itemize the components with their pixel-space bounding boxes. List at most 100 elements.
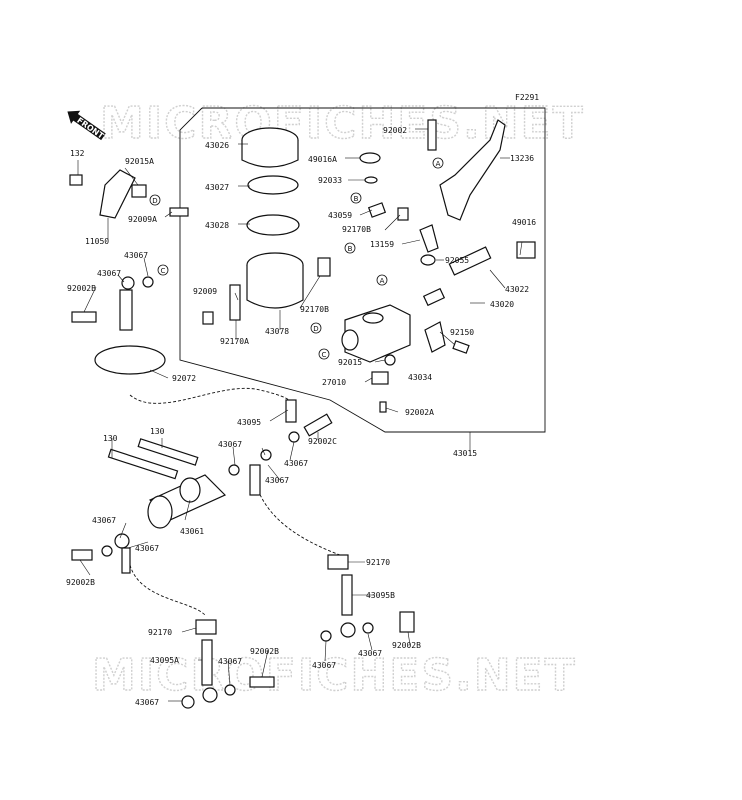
hose-clamp-92072 [94, 345, 166, 375]
part-label-92055: 92055 [445, 256, 469, 265]
part-label-43067-b: 43067 [97, 269, 121, 278]
part-label-43067-g: 43067 [135, 544, 159, 553]
part-label-43067-a: 43067 [124, 251, 148, 260]
part-label-130-b: 130 [150, 427, 165, 436]
bolt-92002b-right [399, 611, 415, 633]
svg-text:D: D [313, 325, 318, 333]
bolt-92002b-left [71, 549, 93, 561]
part-label-92002b-a: 92002B [67, 284, 96, 293]
banjo-43095b [341, 574, 353, 616]
svg-text:D: D [152, 197, 157, 205]
leader-lines [77, 128, 523, 702]
part-label-43067-f: 43067 [92, 516, 116, 525]
washer-lower-2 [181, 695, 195, 709]
part-label-43095b: 43095B [366, 591, 395, 600]
washer-right-2 [362, 622, 374, 634]
spring [422, 287, 446, 307]
part-label-92150: 92150 [450, 328, 474, 337]
part-label-43067-k: 43067 [135, 698, 159, 707]
part-label-43022: 43022 [505, 285, 529, 294]
part-label-92170b-mid: 92170B [300, 305, 329, 314]
collar-92015a [131, 184, 147, 198]
washer-mid-3 [228, 464, 240, 476]
part-label-43015: 43015 [453, 449, 477, 458]
diaphragm-plate [247, 175, 299, 195]
assembly-frame [179, 107, 546, 433]
svg-text:B: B [348, 245, 353, 253]
screw-92002a [379, 401, 387, 413]
part-label-13159: 13159 [370, 240, 394, 249]
part-label-92002a: 92002A [405, 408, 434, 417]
bushing-49016 [516, 241, 536, 259]
part-label-92009: 92009 [193, 287, 217, 296]
bolt-92002c [303, 413, 333, 437]
part-label-43067-c: 43067 [218, 440, 242, 449]
diaphragm [246, 214, 300, 236]
part-label-92015a: 92015A [125, 157, 154, 166]
washer-left [101, 545, 113, 557]
callout-d-left: D [149, 194, 161, 206]
callout-a-top: A [432, 157, 444, 169]
brake-lever [439, 119, 506, 221]
part-label-27010: 27010 [322, 378, 346, 387]
brake-hose-left [129, 564, 206, 616]
reservoir-cap [241, 127, 299, 168]
part-label-92002-top: 92002 [383, 126, 407, 135]
part-label-49016: 49016 [512, 218, 536, 227]
part-label-43067-i: 43067 [358, 649, 382, 658]
washer-mid-2 [260, 449, 272, 461]
hose-clamp [317, 257, 331, 277]
part-label-132: 132 [70, 149, 85, 158]
washer-right [320, 630, 332, 642]
svg-text:A: A [436, 160, 441, 168]
svg-text:A: A [380, 277, 385, 285]
part-label-92002b-d: 92002B [250, 647, 279, 656]
washer-mid [288, 431, 300, 443]
banjo-43095 [285, 399, 297, 423]
callout-a-mid: A [376, 274, 388, 286]
hose-fitting-13159 [419, 224, 439, 253]
part-labels: 43026430274302849016A9203392002132364305… [66, 126, 536, 707]
part-label-92170b-top: 92170B [342, 225, 371, 234]
part-label-13236: 13236 [510, 154, 534, 163]
pivot-bolt [427, 119, 437, 151]
part-label-43027: 43027 [205, 183, 229, 192]
banjo-43095a [201, 639, 213, 686]
part-label-92009a: 92009A [128, 215, 157, 224]
bolt-130-b [137, 438, 199, 466]
part-label-43078: 43078 [265, 327, 289, 336]
part-label-43059: 43059 [328, 211, 352, 220]
bolt-92009a [169, 207, 189, 217]
part-label-49016a: 49016A [308, 155, 337, 164]
master-cylinder-body [341, 304, 411, 363]
part-label-92002b-b: 92002B [66, 578, 95, 587]
clamp-92170-left [195, 619, 217, 635]
bolt-92002b-upper [71, 311, 97, 323]
clamp-holder [424, 321, 446, 353]
svg-text:C: C [322, 351, 327, 359]
watermark-top: MICROFICHES.NET [100, 98, 585, 149]
bolt-92009 [202, 311, 214, 325]
washer-lower [224, 684, 236, 696]
callout-b-top: B [350, 192, 362, 204]
part-label-43067-e: 43067 [265, 476, 289, 485]
part-label-92002c: 92002C [308, 437, 337, 446]
callout-d-mid: D [310, 322, 322, 334]
part-label-43095: 43095 [237, 418, 261, 427]
part-label-92002b-c: 92002B [392, 641, 421, 650]
part-label-43095a: 43095A [150, 656, 179, 665]
piston-43022 [448, 246, 492, 276]
banjo-left [114, 533, 130, 549]
bolt-92150 [452, 340, 470, 354]
bolt-132 [69, 174, 83, 186]
part-label-43067-h: 43067 [312, 661, 336, 670]
part-label-43061: 43061 [180, 527, 204, 536]
part-label-92170-b: 92170 [148, 628, 172, 637]
banjo-eye-lower [202, 687, 218, 703]
part-label-92015: 92015 [338, 358, 362, 367]
figure-code: F2291 [515, 93, 539, 102]
part-label-92170a: 92170A [220, 337, 249, 346]
clamp-92170-right [327, 554, 349, 570]
